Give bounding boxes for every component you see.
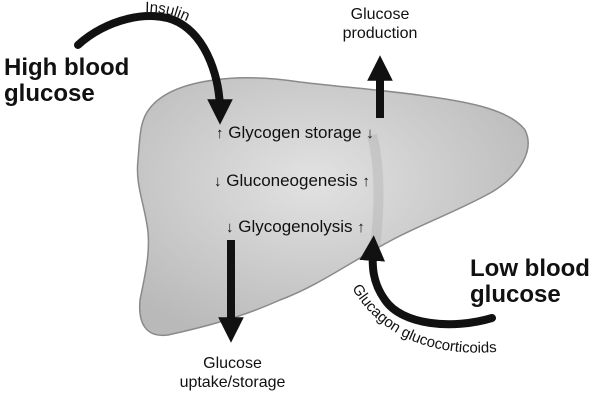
liver-lobe-fold <box>367 133 384 249</box>
high-blood-glucose-label: High blood glucose <box>4 54 130 107</box>
process-row-glycogen-storage: ↑ Glycogen storage ↓ <box>216 123 374 144</box>
low-blood-glucose-label: Low blood glucose <box>470 255 590 308</box>
glucose-production-label: Glucose production <box>342 6 418 42</box>
glucagon-effect-arrow: ↑ <box>362 173 370 190</box>
insulin-arrow <box>74 12 233 125</box>
glucagon-arrow <box>359 235 496 329</box>
process-row-gluconeogenesis: ↓ Gluconeogenesis ↑ <box>214 171 370 192</box>
process-label: Glycogen storage <box>228 123 362 142</box>
insulin-effect-arrow: ↓ <box>214 173 222 190</box>
process-label: Gluconeogenesis <box>226 171 358 190</box>
glucagon-effect-arrow: ↑ <box>357 219 365 236</box>
insulin-effect-arrow: ↓ <box>226 219 234 236</box>
insulin-effect-arrow: ↑ <box>216 125 224 142</box>
glucagon-effect-arrow: ↓ <box>366 125 374 142</box>
process-row-glycogenolysis: ↓ Glycogenolysis ↑ <box>226 217 365 238</box>
process-label: Glycogenolysis <box>238 217 353 236</box>
liver-shape <box>136 77 529 337</box>
glucose-uptake-label: Glucose uptake/storage <box>179 355 286 391</box>
